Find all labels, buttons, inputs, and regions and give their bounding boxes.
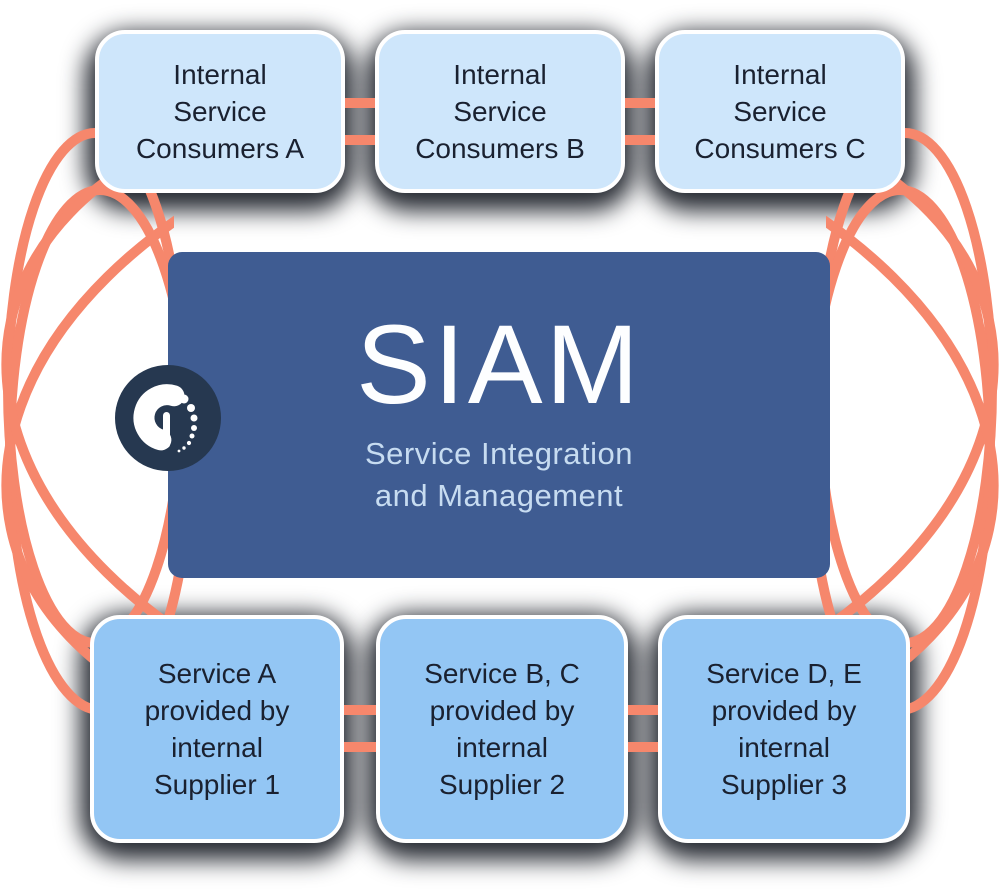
siam-subtitle: Service Integration and Management xyxy=(365,436,633,513)
supplier-label-2: Service B, C provided by internal Suppli… xyxy=(424,658,580,800)
consumer-box-a: Internal Service Consumers A xyxy=(95,30,345,193)
siam-spiral-logo-icon xyxy=(115,365,221,471)
siam-title: SIAM xyxy=(356,302,642,427)
consumer-label-b: Internal Service Consumers B xyxy=(415,59,585,164)
supplier-box-2: Service B, C provided by internal Suppli… xyxy=(376,615,628,843)
connector-bars xyxy=(338,98,666,752)
consumer-box-c: Internal Service Consumers C xyxy=(655,30,905,193)
consumer-label-a: Internal Service Consumers A xyxy=(135,59,305,164)
consumer-box-b: Internal Service Consumers B xyxy=(375,30,625,193)
consumer-label-c: Internal Service Consumers C xyxy=(694,59,866,164)
supplier-label-1: Service A provided by internal Supplier … xyxy=(144,658,290,800)
supplier-box-1: Service A provided by internal Supplier … xyxy=(90,615,344,843)
siam-panel: SIAM Service Integration and Management xyxy=(168,252,830,578)
supplier-label-3: Service D, E provided by internal Suppli… xyxy=(706,658,862,800)
supplier-box-3: Service D, E provided by internal Suppli… xyxy=(658,615,910,843)
